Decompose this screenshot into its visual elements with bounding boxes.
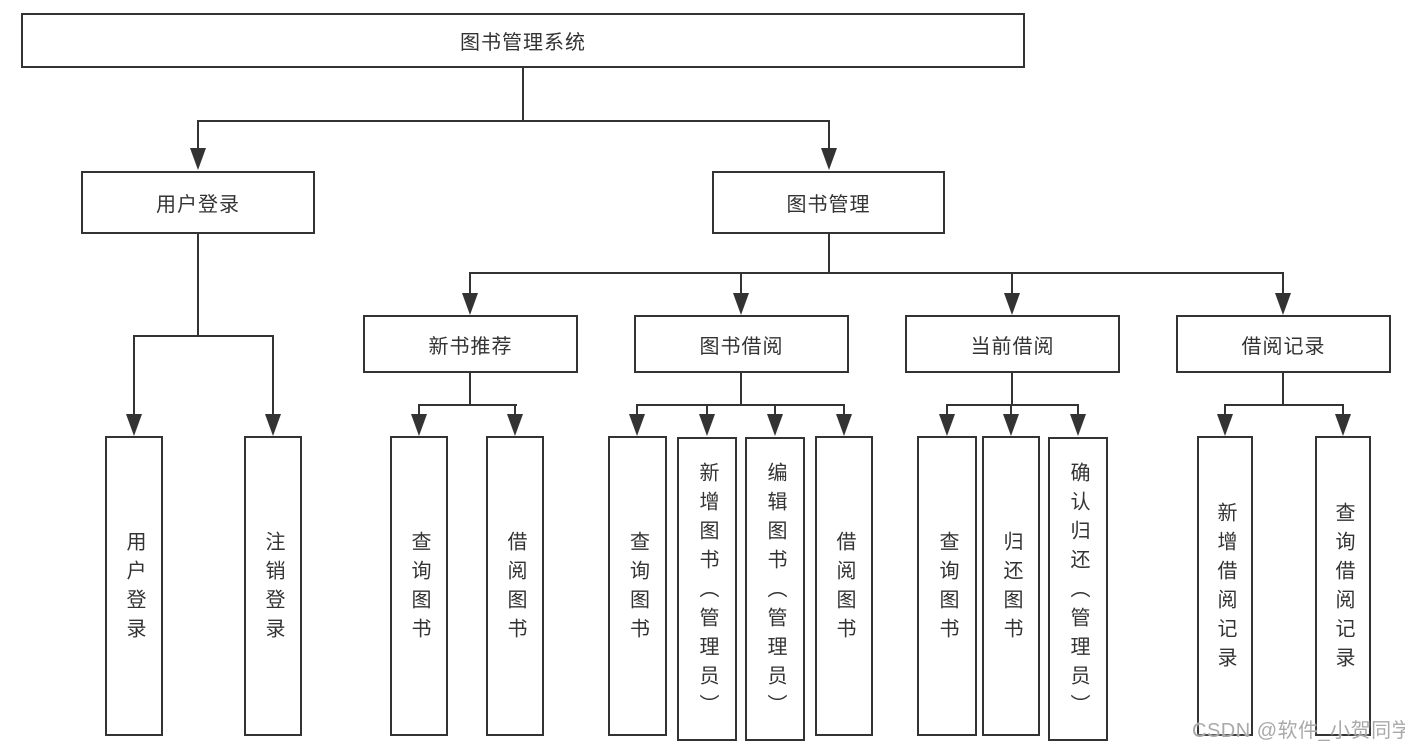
- arrow-head: [939, 414, 955, 436]
- connector-line: [197, 233, 199, 336]
- node-current-borrow: 当前借阅: [905, 315, 1120, 373]
- connector-line: [1224, 404, 1344, 406]
- connector-line: [1010, 404, 1012, 414]
- node-user-login: 用户登录: [81, 171, 315, 234]
- node-borrow-add-books-admin: 新增图书（管理员）: [677, 437, 737, 741]
- node-root: 图书管理系统: [21, 13, 1025, 68]
- connector-line: [1011, 272, 1013, 293]
- connector-line: [636, 404, 638, 414]
- node-current-query-books: 查询图书: [917, 436, 977, 736]
- arrow-head: [733, 293, 749, 315]
- node-current-return-books: 归还图书: [982, 436, 1040, 736]
- connector-line: [946, 404, 948, 414]
- arrow-head: [629, 414, 645, 436]
- connector-line: [843, 404, 845, 414]
- arrow-head: [1003, 414, 1019, 436]
- node-newrec-query-books: 查询图书: [390, 436, 448, 736]
- connector-line: [272, 335, 274, 414]
- node-book-borrow: 图书借阅: [634, 315, 849, 373]
- node-leaf-user-login: 用户登录: [105, 436, 163, 736]
- node-new-book-recommend: 新书推荐: [363, 315, 578, 373]
- arrow-head: [1335, 414, 1351, 436]
- arrow-head: [767, 414, 783, 436]
- node-borrow-records: 借阅记录: [1176, 315, 1391, 373]
- connector-line: [197, 120, 199, 148]
- node-current-confirm-return-admin: 确认归还（管理员）: [1048, 437, 1108, 741]
- connector-line: [418, 404, 517, 406]
- arrow-head: [1217, 414, 1233, 436]
- connector-line: [514, 404, 516, 414]
- arrow-head: [821, 148, 837, 170]
- connector-line: [418, 404, 420, 414]
- connector-line: [133, 335, 274, 337]
- connector-line: [522, 68, 524, 122]
- connector-line: [740, 272, 742, 293]
- connector-line: [1011, 373, 1013, 406]
- arrow-head: [836, 414, 852, 436]
- connector-line: [636, 404, 845, 406]
- node-records-add-record: 新增借阅记录: [1197, 436, 1253, 736]
- connector-line: [740, 373, 742, 406]
- arrow-head: [699, 414, 715, 436]
- arrow-head: [1070, 414, 1086, 436]
- csdn-watermark: CSDN @软件_小贺同学: [1192, 720, 1405, 742]
- node-borrow-edit-books-admin: 编辑图书（管理员）: [745, 437, 805, 741]
- connector-line: [469, 373, 471, 406]
- connector-line: [1342, 404, 1344, 414]
- node-newrec-borrow-books: 借阅图书: [486, 436, 544, 736]
- arrow-head: [507, 414, 523, 436]
- arrow-head: [126, 414, 142, 436]
- connector-line: [828, 120, 830, 148]
- connector-line: [1077, 404, 1079, 414]
- node-book-management: 图书管理: [712, 171, 945, 234]
- connector-line: [1282, 272, 1284, 293]
- arrow-head: [462, 293, 478, 315]
- connector-line: [1224, 404, 1226, 414]
- arrow-head: [411, 414, 427, 436]
- arrow-head: [190, 148, 206, 170]
- connector-line: [706, 404, 708, 414]
- connector-line: [946, 404, 1079, 406]
- connector-line: [469, 272, 1284, 274]
- connector-line: [133, 335, 135, 414]
- connector-line: [197, 120, 830, 122]
- node-borrow-borrow-books: 借阅图书: [815, 436, 873, 736]
- connector-line: [774, 404, 776, 414]
- node-leaf-logout: 注销登录: [244, 436, 302, 736]
- arrow-head: [1004, 293, 1020, 315]
- node-records-query-record: 查询借阅记录: [1315, 436, 1371, 736]
- connector-line: [828, 233, 830, 274]
- node-borrow-query-books: 查询图书: [608, 436, 667, 736]
- connector-line: [469, 272, 471, 293]
- connector-line: [1282, 373, 1284, 406]
- arrow-head: [265, 414, 281, 436]
- arrow-head: [1275, 293, 1291, 315]
